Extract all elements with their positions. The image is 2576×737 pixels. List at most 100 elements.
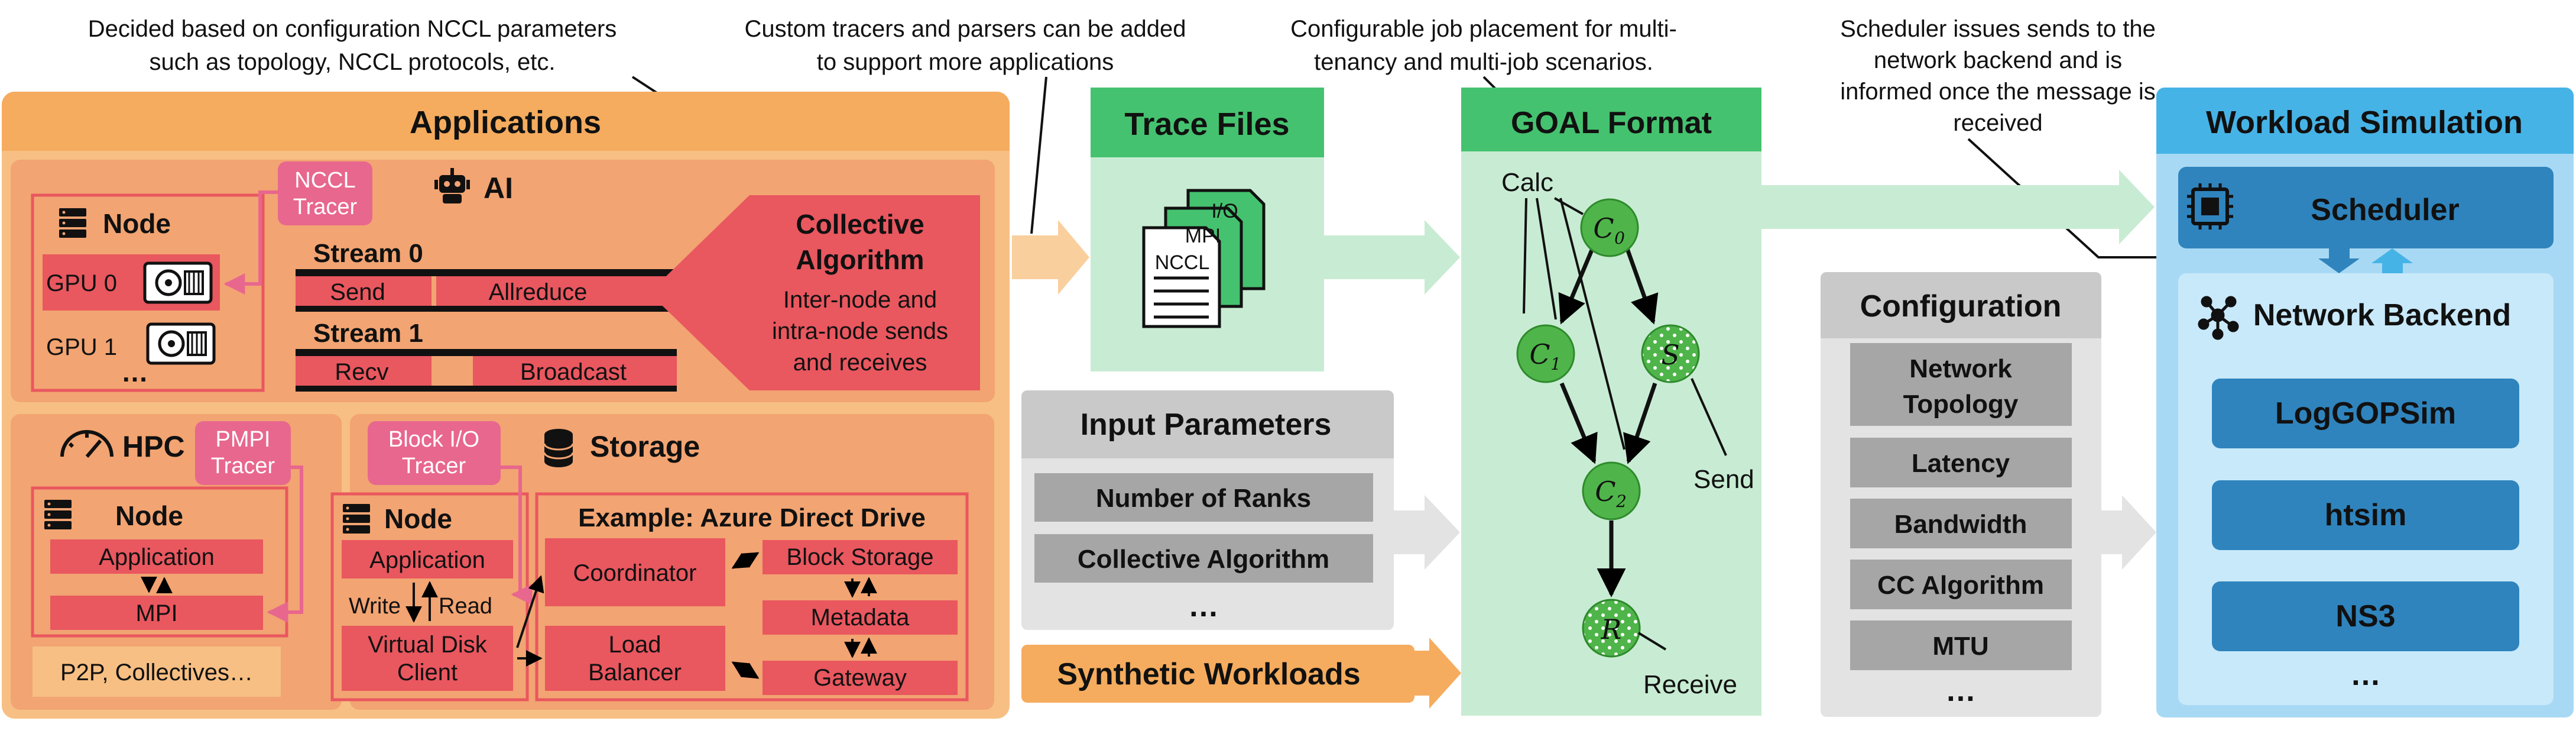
trace-file-io: I/O — [1211, 200, 1238, 222]
backend-loggopsim-box — [2212, 379, 2519, 448]
goal-node-send: S — [1641, 324, 1700, 383]
config-cc-box — [1850, 560, 2072, 609]
goal-node-c2-label: C — [1595, 476, 1615, 508]
storage-application-label: Application — [369, 547, 485, 573]
goal-node-c0: C 0 — [1580, 198, 1639, 257]
config-mtu-box — [1850, 620, 2072, 670]
applications-panel: Applications AI — [2, 92, 1010, 719]
robot-icon — [434, 168, 470, 203]
virtual-disk-client-box — [342, 626, 513, 691]
hpc-footer-label: P2P, Collectives… — [60, 660, 253, 686]
block-storage-label: Block Storage — [786, 544, 933, 570]
nccl-tracer-line1: NCCL — [294, 168, 355, 193]
hpc-title: HPC — [122, 430, 185, 463]
network-icon — [2198, 296, 2239, 340]
scheduler-label: Scheduler — [2311, 193, 2459, 227]
block-io-tracer-line2: Tracer — [402, 454, 466, 479]
goal-node-r-label: R — [1601, 613, 1622, 645]
stream1-op-broadcast — [473, 356, 677, 386]
backend-loggopsim: LogGOPSim — [2275, 396, 2456, 431]
goal-node-c1-label: C — [1529, 338, 1550, 370]
network-backend-label: Network Backend — [2253, 298, 2511, 332]
nccl-tracer-box — [278, 161, 372, 225]
hpc-mpi-label: MPI — [135, 600, 177, 626]
ai-panel: AI Node GPU 0 G — [11, 160, 995, 402]
goal-node-c0-label: C — [1593, 212, 1614, 244]
stream1-label: Stream 1 — [313, 319, 423, 348]
gpu1-label: GPU 1 — [46, 334, 117, 360]
goal-receive-label: Receive — [1643, 670, 1737, 699]
annotation-scheduler-2: network backend and is — [1874, 47, 2122, 73]
config-bandwidth: Bandwidth — [1894, 510, 2027, 539]
input-more: … — [1188, 589, 1219, 623]
gpu1-icon — [146, 322, 216, 365]
config-latency-box — [1850, 438, 2072, 487]
gauge-icon — [60, 430, 113, 458]
stream0-op-allreduce-label: Allreduce — [489, 279, 588, 305]
backend-up-arrow — [2371, 248, 2413, 273]
synthetic-workloads-title: Synthetic Workloads — [1057, 657, 1360, 691]
input-item-collective: Collective Algorithm — [1078, 545, 1329, 574]
load-balancer-line2: Balancer — [588, 660, 682, 686]
gateway-label: Gateway — [813, 665, 907, 691]
hpc-mpi-box — [50, 596, 263, 630]
goal-node-c1-sub: 1 — [1550, 354, 1561, 374]
gpu0-label: GPU 0 — [46, 270, 117, 296]
pmpi-tracer-arrow — [267, 466, 303, 623]
goal-format-title: GOAL Format — [1511, 106, 1712, 140]
collective-title-2: Algorithm — [796, 244, 924, 275]
arrow-synthetic-to-goal — [1413, 638, 1461, 709]
input-item-collective-box — [1034, 534, 1373, 583]
hpc-footer-box — [33, 647, 281, 697]
storage-title: Storage — [590, 430, 700, 463]
goal-node-c1: C 1 — [1516, 324, 1575, 383]
goal-node-c0-sub: 0 — [1614, 228, 1625, 248]
storage-panel: Storage Block I/O Tracer Node Applicatio… — [330, 414, 994, 710]
annotation-nccl-params-1: Decided based on configuration NCCL para… — [88, 16, 617, 42]
goal-node-c2: C 2 — [1582, 461, 1641, 521]
arrow-config-to-sim — [2101, 495, 2156, 570]
input-parameters-title: Input Parameters — [1081, 408, 1332, 442]
virtual-disk-line2: Client — [397, 660, 458, 686]
scheduler-down-arrow — [2318, 248, 2360, 273]
trace-files-panel: Trace Files I/O MPI NCCL — [1091, 88, 1324, 371]
gpu0-icon — [143, 261, 213, 304]
nccl-tracer-arrow — [223, 190, 278, 295]
configuration-panel: Configuration Network Topology Latency B… — [1821, 272, 2101, 717]
config-topology-box — [1850, 343, 2072, 426]
stream0-op-send — [296, 276, 432, 306]
arrow-apps-to-trace — [1012, 220, 1089, 295]
goal-calc-label: Calc — [1501, 168, 1553, 197]
annotations: Decided based on configuration NCCL para… — [88, 16, 2156, 136]
stream1-op-recv-label: Recv — [335, 359, 388, 385]
stream0-label: Stream 0 — [313, 239, 423, 268]
pmpi-tracer-line2: Tracer — [211, 454, 275, 479]
annotation-placement-1: Configurable job placement for multi- — [1290, 16, 1677, 42]
trace-files-title: Trace Files — [1124, 106, 1289, 142]
backend-more: … — [2350, 658, 2381, 692]
backend-ns3-box — [2212, 581, 2519, 651]
pmpi-tracer-line1: PMPI — [216, 427, 271, 452]
collective-desc-1: Inter-node and — [783, 287, 937, 313]
hpc-server-icon — [44, 500, 72, 529]
streams: Stream 0 Send Allreduce Stream 1 Recv Br… — [296, 239, 677, 392]
storage-read-label: Read — [439, 594, 492, 619]
goal-node-s-label: S — [1661, 339, 1680, 371]
config-latency: Latency — [1912, 449, 2010, 478]
arrow-trace-to-goal — [1324, 220, 1460, 295]
flow-arrows — [1012, 170, 2156, 709]
config-mtu: MTU — [1932, 632, 1988, 661]
storage-arrows — [516, 552, 877, 679]
goal-node-c2-sub: 2 — [1615, 492, 1627, 511]
metadata-label: Metadata — [811, 605, 910, 631]
annotation-scheduler-4: received — [1953, 110, 2042, 136]
coordinator-label: Coordinator — [573, 560, 696, 586]
storage-write-label: Write — [349, 594, 401, 619]
hpc-application-box — [50, 539, 263, 574]
annotation-scheduler-3: informed once the message is — [1840, 79, 2156, 105]
storage-application-box — [342, 540, 513, 578]
workload-simulation-title: Workload Simulation — [2206, 105, 2523, 140]
scheduler-box — [2178, 167, 2554, 248]
trace-file-nccl: NCCL — [1155, 251, 1210, 274]
